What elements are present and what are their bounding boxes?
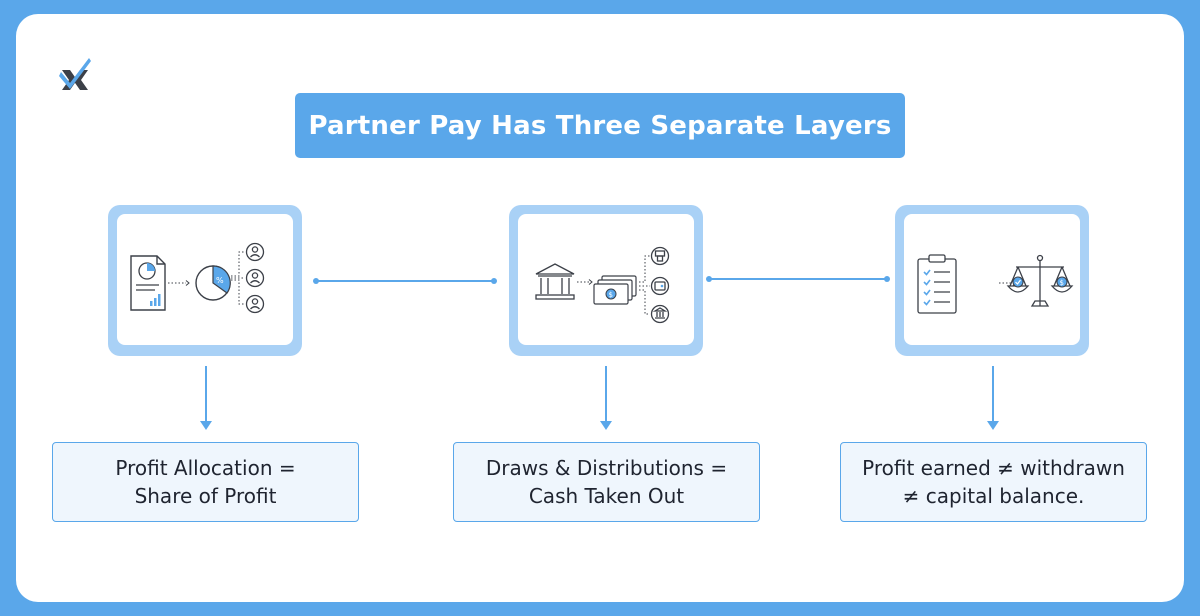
- connector-1-2: [313, 278, 497, 284]
- svg-text:%: %: [216, 276, 224, 285]
- layer-2-label-line1: Draws & Distributions =: [485, 456, 728, 480]
- cash-out-icon: $: [535, 246, 670, 324]
- profit-share-icon: %: [130, 242, 265, 314]
- layer-1-label: Profit Allocation = Share of Profit: [52, 442, 359, 522]
- down-arrow-2: [600, 366, 612, 430]
- layer-1-label-line2: Share of Profit: [134, 484, 277, 508]
- layer-2-label: Draws & Distributions = Cash Taken Out: [453, 442, 760, 522]
- brand-logo-icon: [59, 58, 91, 90]
- connector-2-3: [706, 276, 890, 282]
- layer-3-label-line2: ≠ capital balance.: [902, 484, 1085, 508]
- diagram-title: Partner Pay Has Three Separate Layers: [308, 110, 892, 141]
- layer-1-label-line1: Profit Allocation =: [115, 456, 296, 480]
- layer-1-icon-box: %: [108, 205, 302, 356]
- diagram-card: Partner Pay Has Three Separate Layers: [16, 14, 1184, 602]
- down-arrow-1: [200, 366, 212, 430]
- svg-text:$: $: [609, 291, 613, 299]
- layer-3-label-line1: Profit earned ≠ withdrawn: [862, 456, 1125, 480]
- layer-3-label: Profit earned ≠ withdrawn ≠ capital bala…: [840, 442, 1147, 522]
- layer-3-icon-box: $: [895, 205, 1089, 356]
- svg-text:$: $: [1060, 279, 1064, 287]
- title-banner: Partner Pay Has Three Separate Layers: [295, 93, 905, 158]
- down-arrow-3: [987, 366, 999, 430]
- balance-scale-icon: $: [917, 254, 1074, 314]
- layer-2-label-line2: Cash Taken Out: [528, 484, 685, 508]
- layer-2-icon-box: $: [509, 205, 703, 356]
